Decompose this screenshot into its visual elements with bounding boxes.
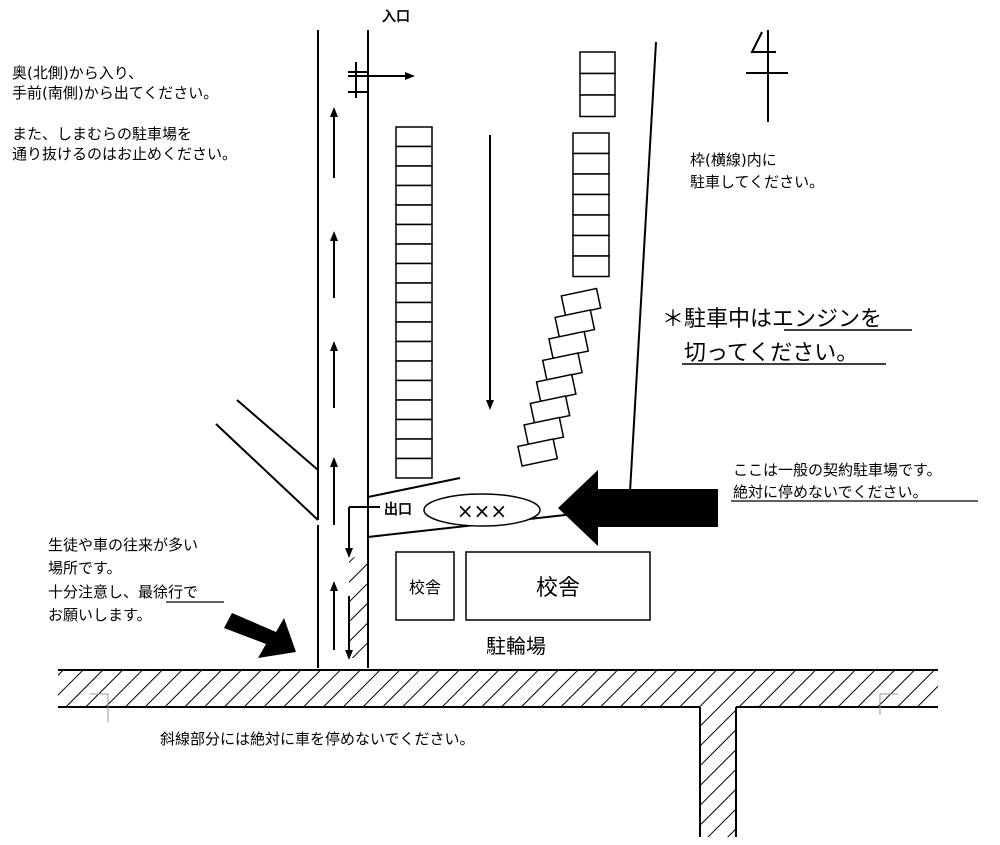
parking-stall (395, 145, 433, 167)
parking-stall (395, 262, 433, 284)
parking-stall (395, 360, 433, 382)
traffic-flow-arrows (330, 72, 494, 660)
parking-stall (395, 321, 433, 343)
parking-stall (395, 184, 433, 206)
entrance-label: 入口 (382, 9, 410, 25)
svg-text:駐車してください。: 駐車してください。 (690, 173, 824, 191)
parking-stall (579, 72, 616, 96)
parking-stalls-angled (517, 287, 602, 467)
parking-stall (395, 438, 433, 460)
hatched-exit-zone (349, 550, 368, 658)
note-engine-off: ＊駐車中はエンジンを 切ってください。 (662, 307, 912, 366)
parking-stall (572, 234, 610, 257)
svg-text:枠(横線)内に: 枠(横線)内に (690, 151, 777, 169)
parking-stall (572, 214, 610, 237)
parking-stall (395, 126, 433, 148)
note-park-in-frame: 枠(横線)内に 駐車してください。 (690, 151, 824, 191)
svg-text:生徒や車の往来が多い: 生徒や車の往来が多い (48, 536, 198, 554)
parking-stall (395, 399, 433, 421)
parking-stall (395, 457, 433, 479)
svg-text:手前(南側)から出てください。: 手前(南側)から出てください。 (12, 84, 218, 102)
access-road (215, 30, 369, 668)
note-hatched-area: 斜線部分には絶対に車を停めないでください。 (160, 730, 475, 748)
parking-stall-angled (517, 438, 559, 467)
school-building-large-label: 校舎 (536, 576, 580, 601)
parking-stalls-right (572, 132, 610, 278)
svg-text:また、しまむらの駐車場を: また、しまむらの駐車場を (12, 125, 192, 143)
exit-label: 出口 (384, 501, 412, 518)
note-route: 奥(北側)から入り、 手前(南側)から出てください。 また、しまむらの駐車場を … (12, 64, 237, 163)
parking-stall (572, 132, 610, 155)
parking-stall (572, 255, 610, 278)
svg-text:切ってください。: 切ってください。 (684, 341, 858, 366)
svg-text:絶対に停めないでください。: 絶対に停めないでください。 (733, 483, 928, 501)
parking-stall (395, 223, 433, 245)
parking-stall (395, 340, 433, 362)
school-building-small-label: 校舎 (409, 578, 441, 597)
parking-stall (395, 301, 433, 323)
hatched-road (58, 669, 938, 837)
svg-text:場所です。: 場所です。 (48, 559, 122, 577)
parking-stall (395, 379, 433, 401)
parking-stall (395, 282, 433, 304)
svg-text:奥(北側)から入り、: 奥(北側)から入り、 (12, 64, 143, 82)
parking-stall (395, 165, 433, 187)
lot-boundary-right (629, 41, 657, 493)
parking-stall (395, 418, 433, 440)
school-building-small (395, 551, 455, 621)
svg-text:お願いします。: お願いします。 (48, 606, 152, 624)
parking-stall (572, 193, 610, 216)
note-traffic-caution: 生徒や車の往来が多い 場所です。 十分注意し、最徐行で お願いします。 (48, 536, 224, 624)
parking-stall (395, 243, 433, 265)
parking-stall (395, 204, 433, 226)
arrow-down-right-icon (224, 613, 296, 658)
bicycle-parking-label: 駐輪場 (486, 634, 546, 658)
parking-stall (579, 94, 616, 118)
parking-stall (572, 152, 610, 175)
svg-text:ここは一般の契約駐車場です。: ここは一般の契約駐車場です。 (733, 461, 942, 479)
arrow-left-icon (558, 470, 718, 546)
contract-parking-ellipse (423, 493, 541, 527)
parking-stall (572, 173, 610, 196)
school-building-large (465, 551, 651, 621)
contract-spot-label: ××× (457, 499, 507, 523)
svg-text:＊駐車中はエンジンを: ＊駐車中はエンジンを (662, 307, 882, 332)
north-arrow-icon (746, 30, 788, 122)
svg-text:通り抜けるのはお止めください。: 通り抜けるのはお止めください。 (12, 145, 237, 163)
parking-stall (579, 51, 616, 75)
parking-stalls-upper-right (579, 51, 616, 118)
note-contract-parking: ここは一般の契約駐車場です。 絶対に停めないでください。 (731, 461, 978, 502)
parking-stalls-left (395, 126, 433, 479)
svg-text:十分注意し、最徐行で: 十分注意し、最徐行で (48, 583, 198, 601)
